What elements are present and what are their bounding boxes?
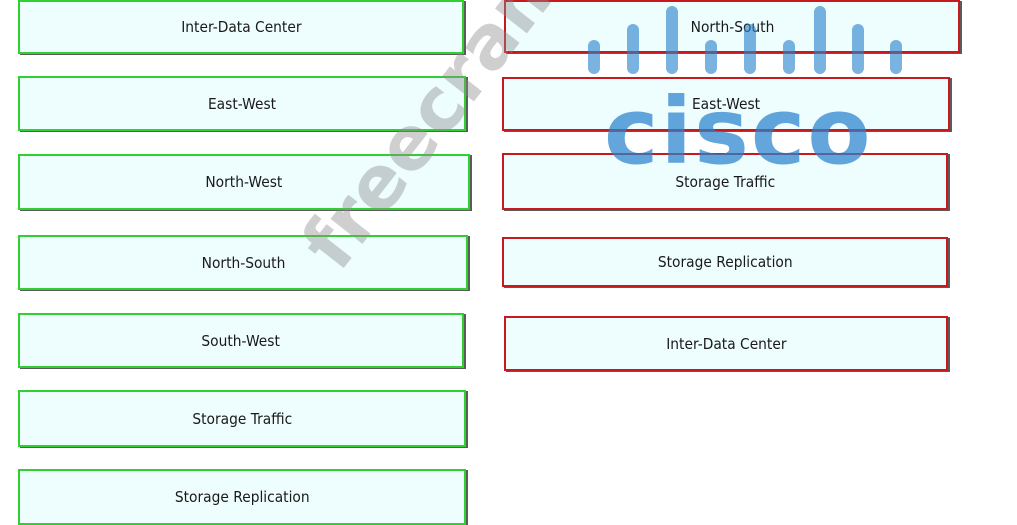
target-slot-label: Storage Replication	[657, 253, 793, 271]
source-item-east-west[interactable]: East-West	[18, 76, 466, 131]
target-slot-5[interactable]: Inter-Data Center	[504, 316, 948, 371]
source-item-north-west[interactable]: North-West	[18, 154, 470, 210]
source-item-label: South-West	[201, 331, 281, 350]
source-item-storage-replication[interactable]: Storage Replication	[18, 469, 466, 525]
target-slot-4[interactable]: Storage Replication	[502, 237, 948, 287]
source-item-label: East-West	[207, 94, 277, 113]
target-slot-label: Inter-Data Center	[665, 334, 787, 353]
target-slot-label: North-South	[690, 17, 774, 36]
source-item-north-south[interactable]: North-South	[18, 235, 468, 290]
source-item-label: North-South	[201, 253, 285, 272]
source-item-label: North-West	[205, 173, 283, 191]
source-item-south-west[interactable]: South-West	[18, 313, 464, 368]
target-slot-1[interactable]: North-South	[504, 0, 960, 53]
target-slot-label: Storage Traffic	[675, 172, 775, 191]
target-slot-2[interactable]: East-West	[502, 77, 950, 131]
source-item-inter-data-center[interactable]: Inter-Data Center	[18, 0, 464, 54]
source-item-label: Storage Traffic	[192, 409, 292, 428]
source-item-label: Inter-Data Center	[180, 18, 302, 36]
source-item-storage-traffic[interactable]: Storage Traffic	[18, 390, 466, 447]
target-slot-3[interactable]: Storage Traffic	[502, 153, 948, 210]
target-slot-label: East-West	[691, 95, 761, 113]
source-item-label: Storage Replication	[174, 488, 310, 506]
